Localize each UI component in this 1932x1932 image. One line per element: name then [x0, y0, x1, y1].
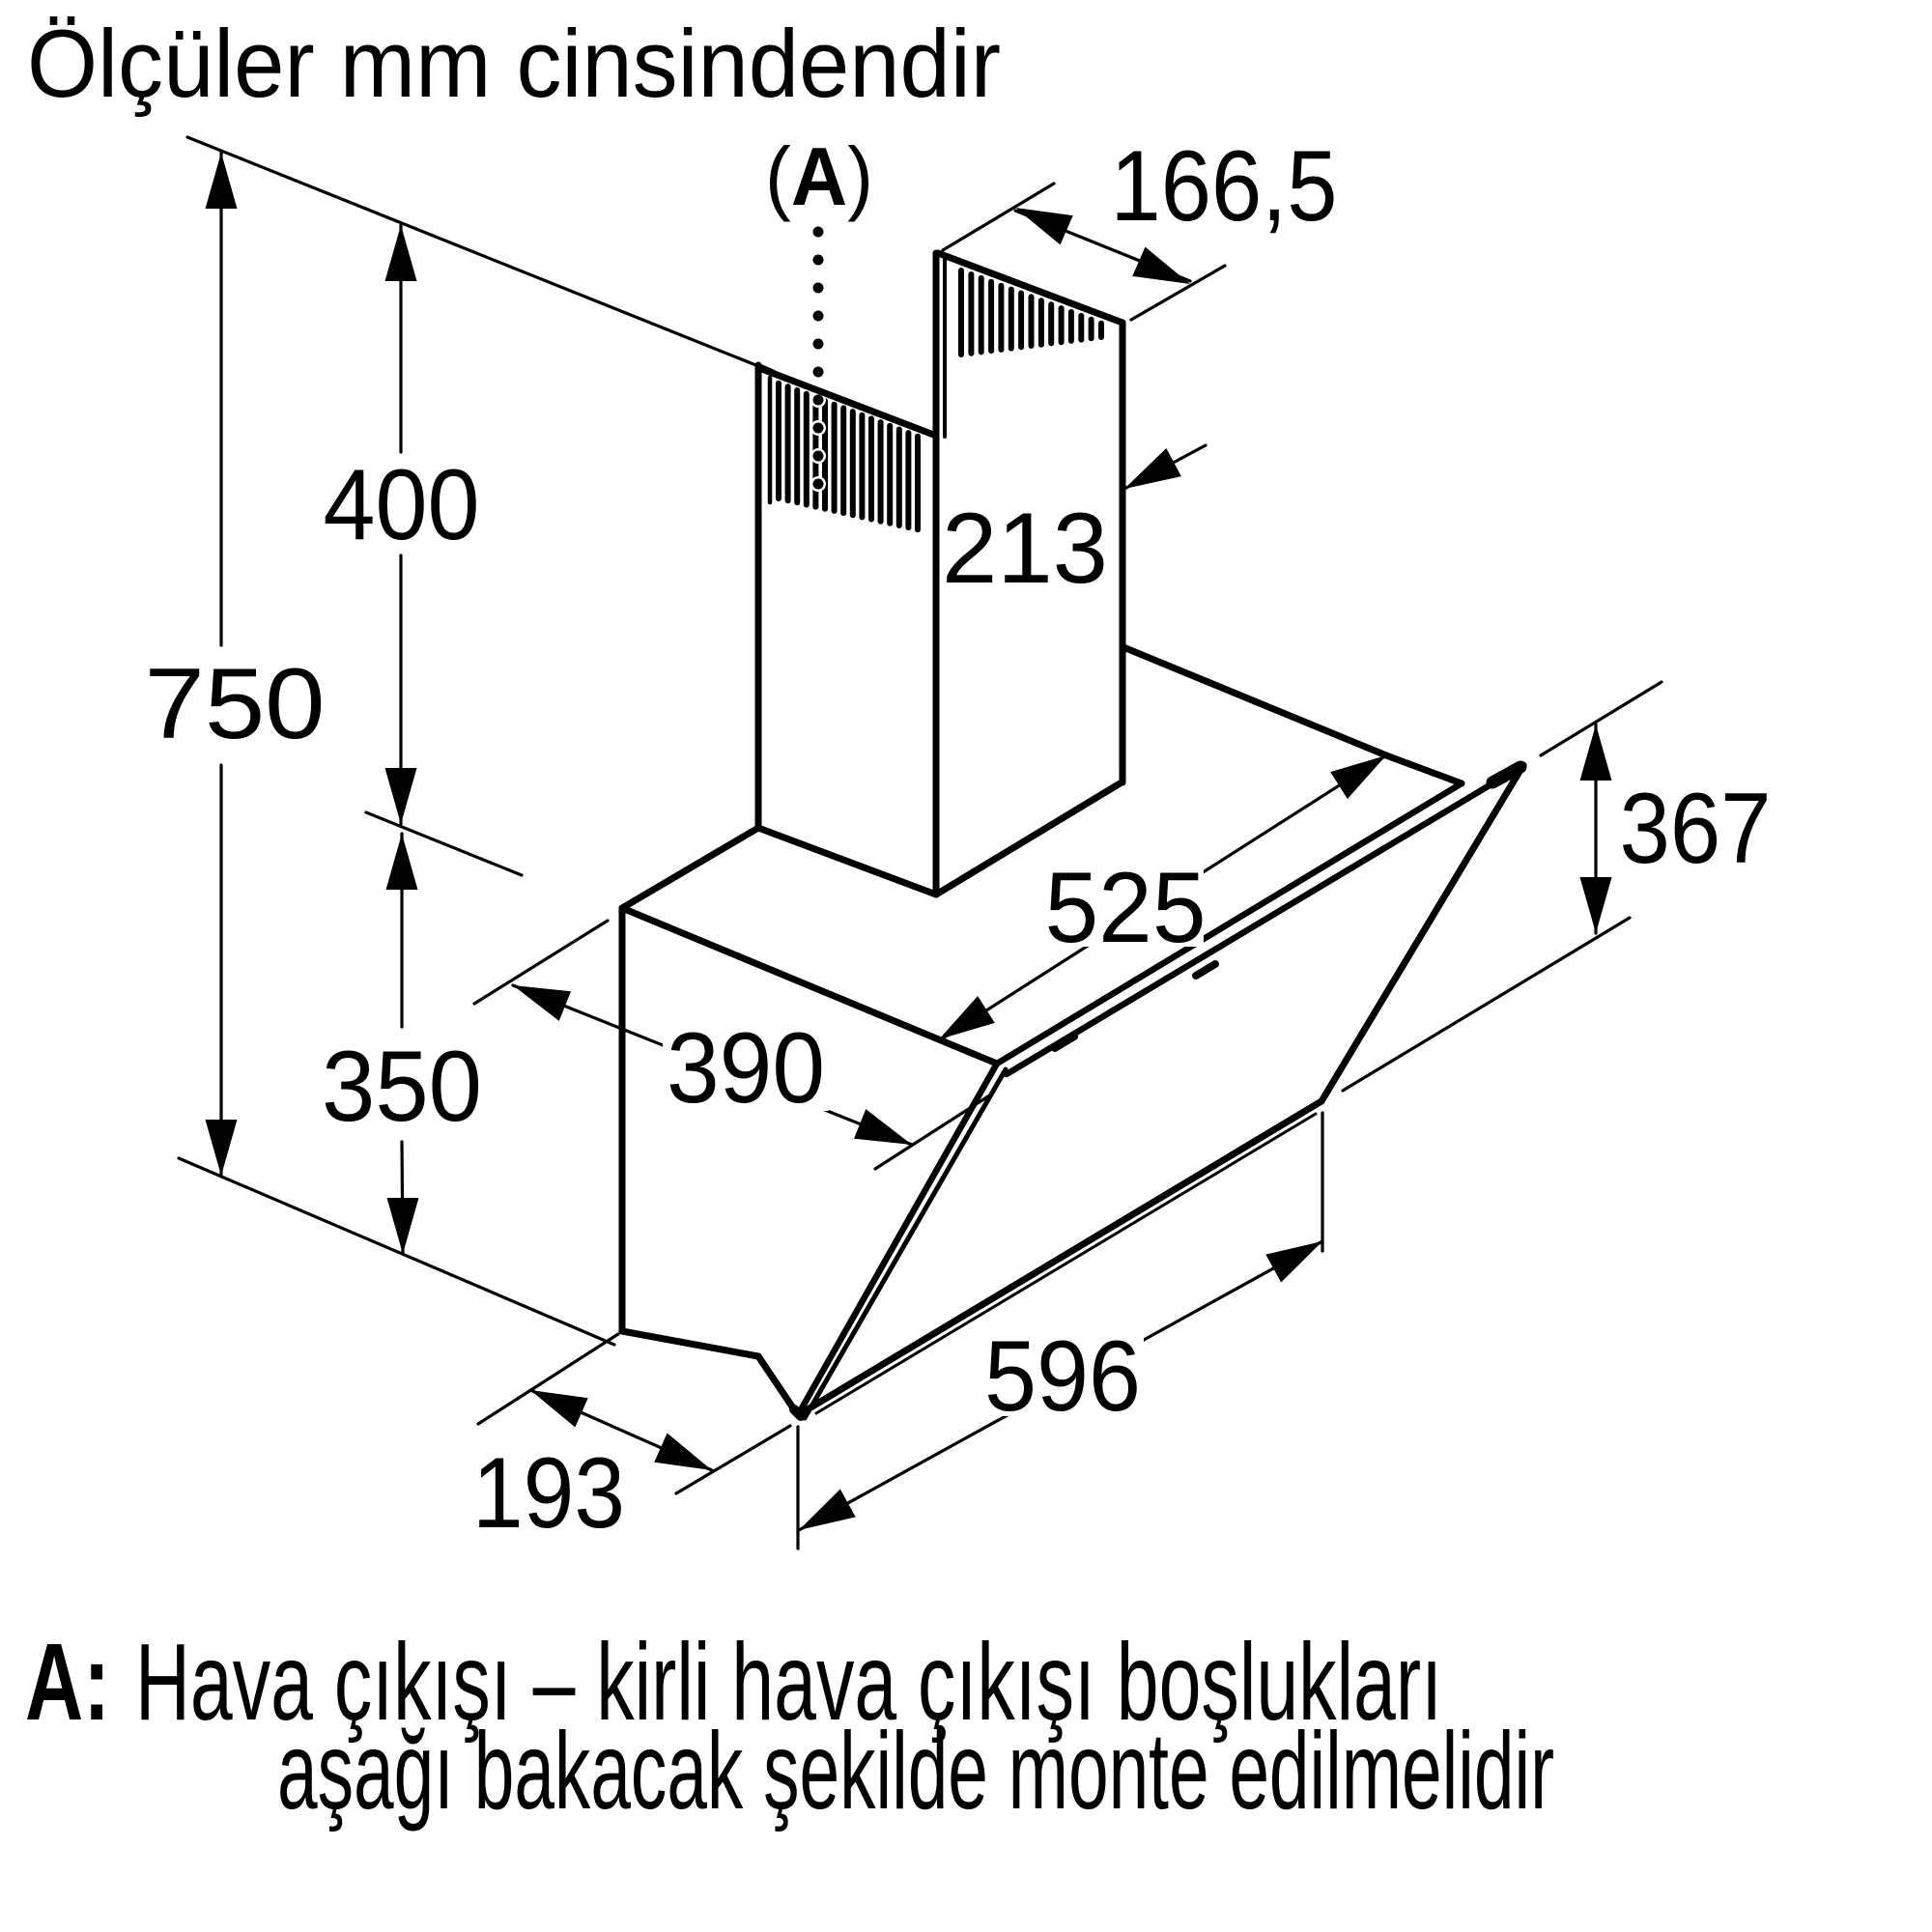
svg-text:596: 596 [984, 1321, 1141, 1433]
svg-text:213: 213 [942, 493, 1108, 605]
svg-text:166,5: 166,5 [1111, 130, 1338, 242]
svg-text:193: 193 [472, 1437, 625, 1549]
svg-text:Hava çıkışı – kirli hava çıkış: Hava çıkışı – kirli hava çıkışı boşlukla… [135, 1621, 1442, 1743]
svg-text:367: 367 [1620, 773, 1772, 885]
svg-text:350: 350 [322, 1031, 482, 1143]
svg-text:390: 390 [667, 1012, 825, 1124]
svg-text:(A): (A) [765, 131, 873, 223]
svg-text:750: 750 [145, 648, 326, 760]
svg-text:Ölçüler mm cinsindendir: Ölçüler mm cinsindendir [27, 10, 1001, 117]
svg-text:400: 400 [324, 449, 480, 561]
svg-text:aşağı bakacak şekilde monte ed: aşağı bakacak şekilde monte edilmelidir [277, 1710, 1554, 1832]
svg-text:A:: A: [25, 1621, 110, 1743]
svg-text:525: 525 [1045, 852, 1207, 964]
